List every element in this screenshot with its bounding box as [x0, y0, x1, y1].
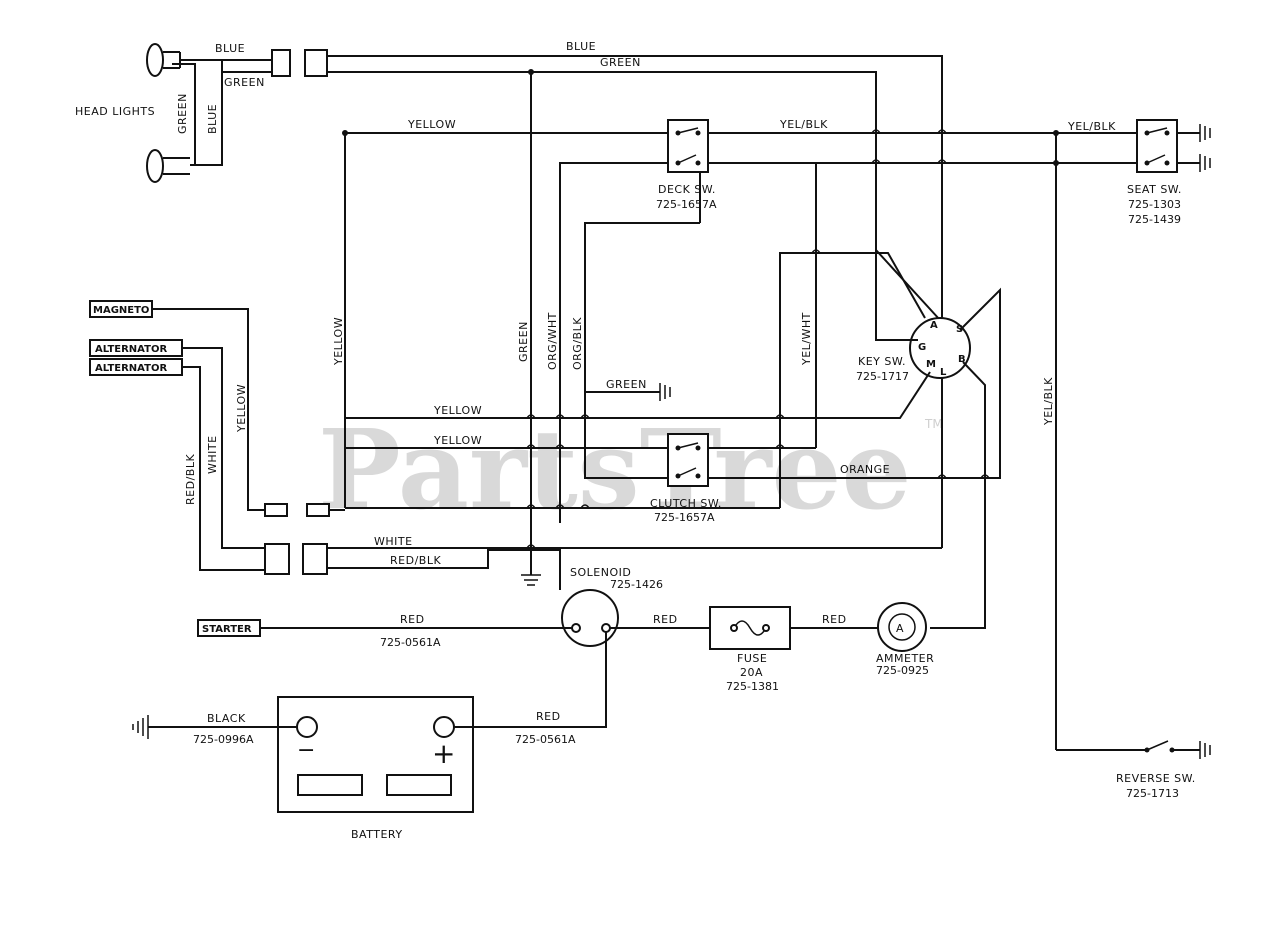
wire-orgwht-label: ORG/WHT: [546, 312, 559, 370]
solenoid-label: SOLENOID: [570, 566, 631, 579]
wire-black-battery-label: BLACK: [207, 712, 246, 725]
wire-redblk-label-vertical: RED/BLK: [184, 454, 197, 505]
wire-red-battery-part: 725-0561A: [515, 733, 576, 746]
solenoid-part: 725-1426: [610, 578, 663, 591]
wire-green-ground-label: GREEN: [606, 378, 647, 391]
fuse-part: 725-1381: [726, 680, 779, 693]
wire-yellow-label-vertical: YELLOW: [332, 317, 345, 366]
wire-yellow-label-alt: YELLOW: [235, 384, 248, 433]
starter-label: STARTER: [202, 624, 252, 635]
magneto-connector-left: [264, 503, 288, 517]
wire-redblk-label-horizontal: RED/BLK: [390, 554, 441, 567]
wire-orange-label: ORANGE: [840, 463, 890, 476]
deck-switch: [667, 119, 709, 173]
seat-switch-part-2: 725-1439: [1128, 213, 1181, 226]
svg-text:−: −: [297, 738, 315, 763]
wire-yellow-label-mid-2: YELLOW: [433, 434, 482, 447]
svg-text:A: A: [896, 622, 904, 635]
head-light-top: [146, 43, 180, 77]
fuse: [709, 606, 791, 650]
head-lights-label: HEAD LIGHTS: [75, 105, 155, 118]
deck-switch-part: 725-1657A: [656, 198, 717, 211]
wire-blue-label-vertical: BLUE: [206, 104, 219, 134]
alternator-connector-right: [302, 543, 328, 575]
wire-orgblk-label: ORG/BLK: [571, 317, 584, 370]
ammeter-part: 725-0925: [876, 664, 929, 677]
reverse-switch-label: REVERSE SW.: [1116, 772, 1196, 785]
battery: − +: [277, 696, 474, 813]
ammeter: A: [877, 602, 927, 652]
svg-text:+: +: [432, 737, 455, 770]
wire-blue-label-top: BLUE: [566, 40, 596, 53]
svg-text:L: L: [940, 367, 947, 378]
watermark-trademark: TM: [924, 417, 943, 431]
alternator-label-2: ALTERNATOR: [95, 363, 167, 374]
fuse-label: FUSE: [737, 652, 767, 665]
reverse-switch: [1144, 740, 1211, 759]
key-switch-part: 725-1717: [856, 370, 909, 383]
magneto-label: MAGNETO: [93, 305, 149, 316]
deck-switch-label: DECK SW.: [658, 183, 716, 196]
fuse-rating: 20A: [740, 666, 763, 679]
ammeter-label: AMMETER: [876, 652, 934, 665]
wire-red-fuse-ammeter-label: RED: [822, 613, 847, 626]
seat-switch-part-1: 725-1303: [1128, 198, 1181, 211]
alternator-connector-left: [264, 543, 290, 575]
reverse-switch-part: 725-1713: [1126, 787, 1179, 800]
wire-red-solenoid-fuse-label: RED: [653, 613, 678, 626]
wire-black-battery-part: 725-0996A: [193, 733, 254, 746]
wire-green-label-vertical: GREEN: [176, 93, 189, 134]
alternator-label-1: ALTERNATOR: [95, 344, 167, 355]
seat-switch-label: SEAT SW.: [1127, 183, 1182, 196]
wire-red-battery-label: RED: [536, 710, 561, 723]
watermark: PartsTree: [318, 405, 912, 534]
wire-white-label-vertical: WHITE: [206, 435, 219, 474]
wire-yelblk-label-seat: YEL/BLK: [1067, 120, 1116, 133]
wire-green-label-top: GREEN: [600, 56, 641, 69]
headlight-connector-right: [304, 49, 328, 77]
wire-green-label-vertical-mid: GREEN: [517, 321, 530, 362]
clutch-switch: [667, 433, 709, 487]
magneto-connector-right: [306, 503, 330, 517]
clutch-switch-label: CLUTCH SW.: [650, 497, 722, 510]
wire-blue-label-left: BLUE: [215, 42, 245, 55]
headlight-connector-left: [271, 49, 291, 77]
wire-red-starter-label: RED: [400, 613, 425, 626]
wire-yelwht-label: YEL/WHT: [800, 312, 813, 366]
solenoid: [561, 589, 619, 647]
head-light-bottom: [146, 149, 190, 183]
wire-red-starter-part: 725-0561A: [380, 636, 441, 649]
svg-text:A: A: [930, 320, 938, 331]
wire-green-label-left: GREEN: [224, 76, 265, 89]
wire-yellow-label-mid-1: YELLOW: [433, 404, 482, 417]
wire-yelblk-label-vertical: YEL/BLK: [1042, 377, 1055, 426]
svg-text:G: G: [918, 342, 926, 353]
wire-white-label-horizontal: WHITE: [374, 535, 413, 548]
clutch-switch-part: 725-1657A: [654, 511, 715, 524]
svg-text:M: M: [926, 359, 936, 370]
seat-switch: [1136, 119, 1211, 173]
wire-yelblk-label-top: YEL/BLK: [779, 118, 828, 131]
svg-text:B: B: [958, 354, 966, 365]
key-switch: A S G M L B: [909, 317, 971, 379]
battery-label: BATTERY: [351, 828, 403, 841]
key-switch-label: KEY SW.: [858, 355, 906, 368]
wire-yellow-label-top: YELLOW: [407, 118, 456, 131]
